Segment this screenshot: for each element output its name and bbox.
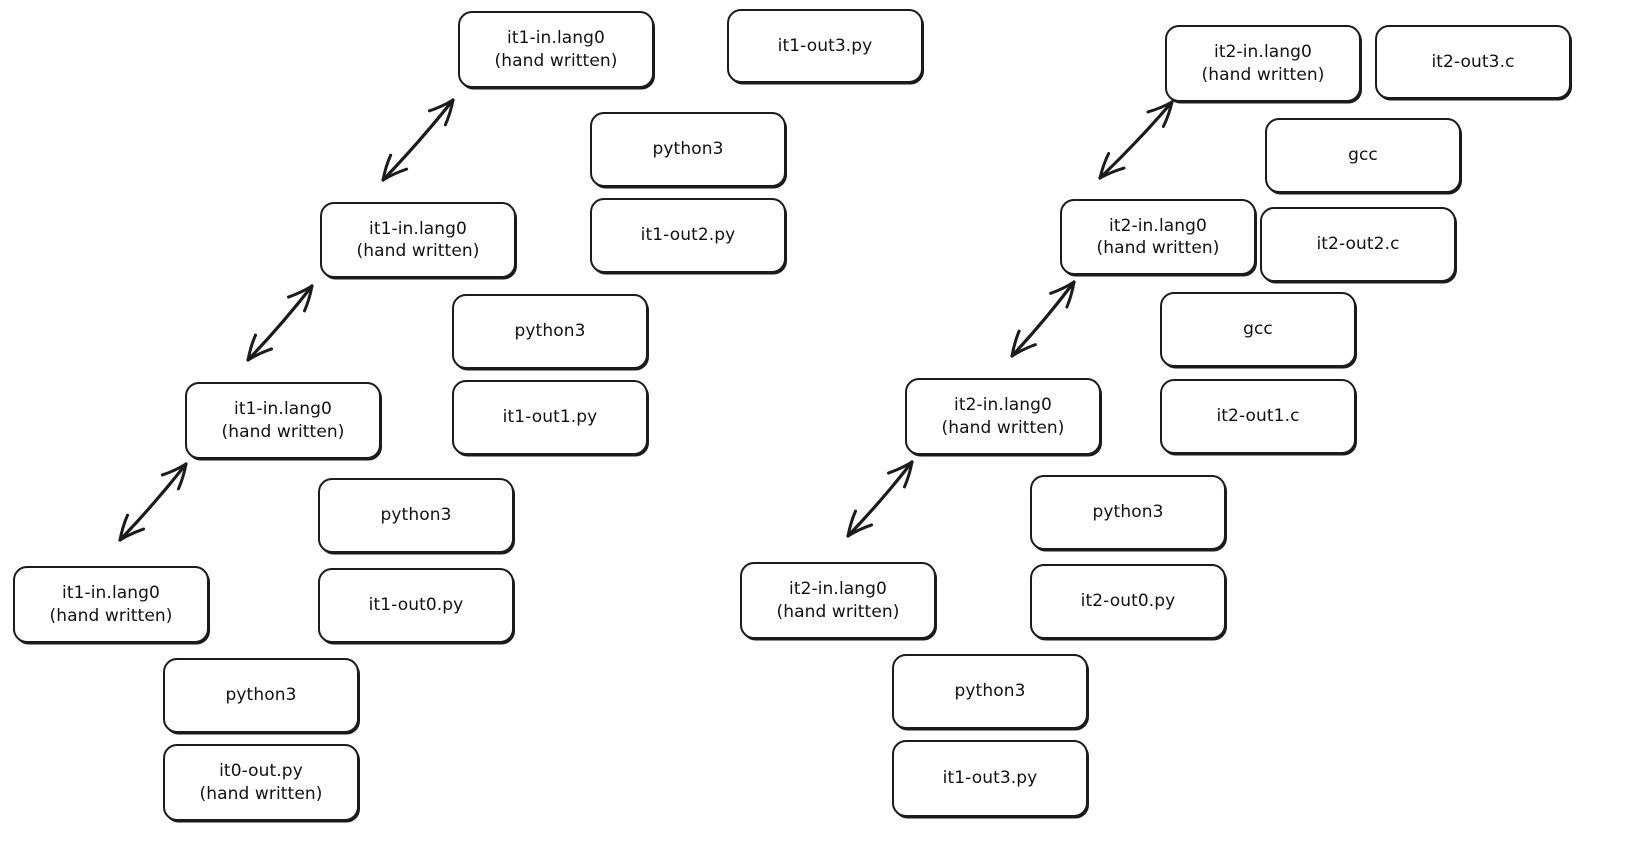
node-label: python3 <box>514 321 586 342</box>
node-l-n7[interactable]: it1-out1.py <box>452 380 648 455</box>
node-l-n1[interactable]: it1-in.lang0 (hand written) <box>458 11 654 88</box>
node-l-n12[interactable]: python3 <box>163 658 359 733</box>
node-r-n7[interactable]: it2-out1.c <box>1160 379 1356 454</box>
node-label: it1-in.lang0 (hand written) <box>221 399 345 442</box>
node-label: it1-in.lang0 (hand written) <box>494 28 618 71</box>
node-r-n9[interactable]: python3 <box>1030 475 1226 550</box>
node-label: it2-in.lang0 (hand written) <box>1201 42 1325 85</box>
node-r-n4[interactable]: it2-out2.c <box>1260 207 1456 282</box>
node-label: it2-out3.c <box>1431 51 1515 72</box>
double-arrow-r-a3 <box>846 460 914 538</box>
node-r-n1[interactable]: it2-in.lang0 (hand written) <box>1165 25 1361 102</box>
node-label: gcc <box>1348 145 1378 166</box>
node-r-n5[interactable]: it2-in.lang0 (hand written) <box>1060 199 1256 275</box>
node-label: python3 <box>380 505 452 526</box>
double-arrow-l-a3 <box>118 462 188 542</box>
node-r-n3[interactable]: gcc <box>1265 118 1461 193</box>
node-label: it2-out1.c <box>1216 406 1300 427</box>
node-label: python3 <box>225 685 297 706</box>
node-label: it1-out3.py <box>777 35 873 56</box>
node-label: python3 <box>954 681 1026 702</box>
node-l-n6[interactable]: python3 <box>452 294 648 369</box>
node-label: it0-out.py (hand written) <box>199 761 323 804</box>
node-l-n8[interactable]: it1-in.lang0 (hand written) <box>185 382 381 459</box>
node-label: it1-in.lang0 (hand written) <box>356 218 480 261</box>
node-label: it2-in.lang0 (hand written) <box>1096 215 1220 258</box>
node-l-n9[interactable]: python3 <box>318 478 514 553</box>
node-label: it1-out2.py <box>640 225 736 246</box>
node-r-n8[interactable]: it2-in.lang0 (hand written) <box>905 378 1101 455</box>
node-label: it1-out3.py <box>942 768 1038 789</box>
arrow-shaft <box>246 284 314 362</box>
node-r-n12[interactable]: python3 <box>892 654 1088 729</box>
node-l-n3[interactable]: python3 <box>590 112 786 187</box>
node-l-n5[interactable]: it1-in.lang0 (hand written) <box>320 202 516 278</box>
node-label: python3 <box>652 139 724 160</box>
node-r-n11[interactable]: it2-in.lang0 (hand written) <box>740 562 936 639</box>
arrow-shaft <box>846 460 914 538</box>
node-label: it1-out0.py <box>368 595 464 616</box>
node-l-n2[interactable]: it1-out3.py <box>727 9 923 83</box>
node-label: it1-out1.py <box>502 407 598 428</box>
node-r-n13[interactable]: it1-out3.py <box>892 740 1088 817</box>
node-label: it2-in.lang0 (hand written) <box>776 579 900 622</box>
node-r-n2[interactable]: it2-out3.c <box>1375 25 1571 99</box>
node-label: it2-out2.c <box>1316 234 1400 255</box>
node-r-n6[interactable]: gcc <box>1160 292 1356 367</box>
node-l-n10[interactable]: it1-out0.py <box>318 568 514 643</box>
double-arrow-l-a1 <box>381 98 455 182</box>
arrow-shaft <box>381 98 455 182</box>
node-label: python3 <box>1092 502 1164 523</box>
arrow-shaft <box>118 462 188 542</box>
node-label: gcc <box>1243 319 1273 340</box>
node-label: it2-out0.py <box>1080 591 1176 612</box>
node-label: it2-in.lang0 (hand written) <box>941 395 1065 438</box>
node-l-n4[interactable]: it1-out2.py <box>590 198 786 273</box>
double-arrow-l-a2 <box>246 284 314 362</box>
double-arrow-r-a2 <box>1010 280 1076 358</box>
node-label: it1-in.lang0 (hand written) <box>49 583 173 626</box>
arrow-shaft <box>1010 280 1076 358</box>
node-l-n11[interactable]: it1-in.lang0 (hand written) <box>13 566 209 643</box>
double-arrow-r-a1 <box>1098 100 1174 180</box>
node-r-n10[interactable]: it2-out0.py <box>1030 564 1226 639</box>
arrow-shaft <box>1098 100 1174 180</box>
node-l-n13[interactable]: it0-out.py (hand written) <box>163 744 359 821</box>
